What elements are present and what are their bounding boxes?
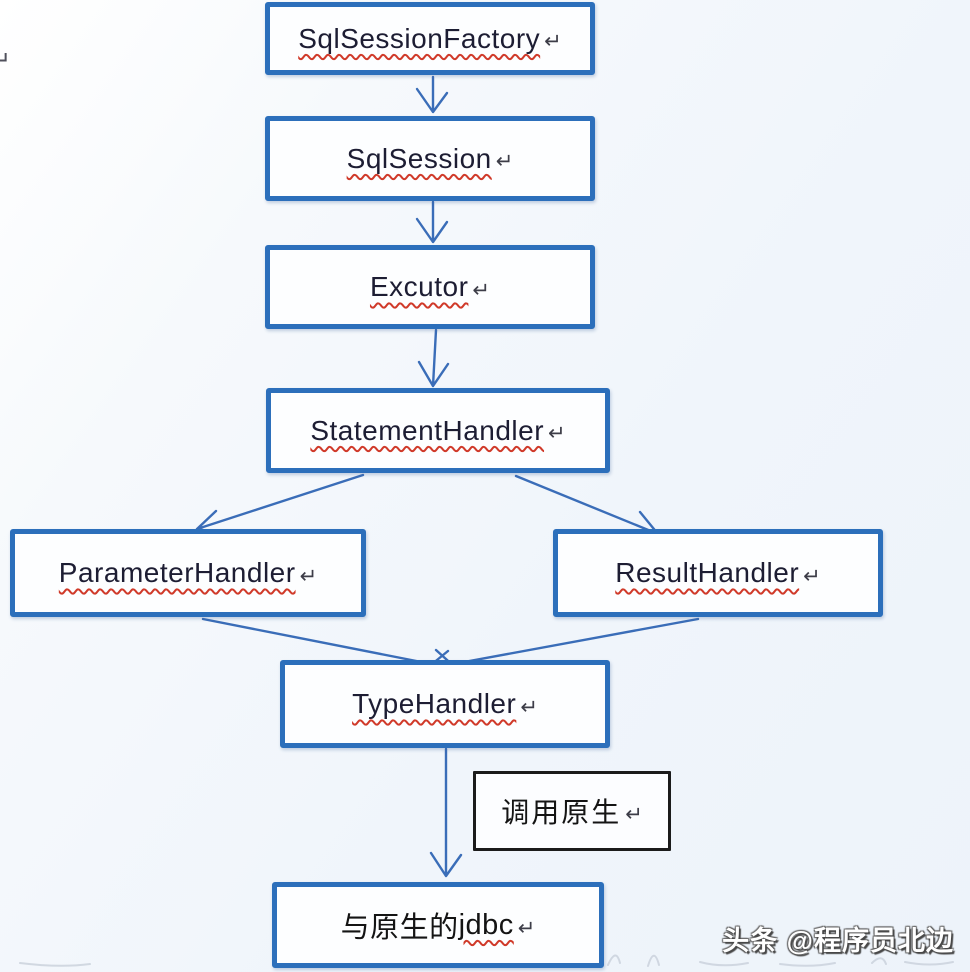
flowchart-node-statementhandler: StatementHandler↵ [266,388,610,473]
stray-return-mark-icon: ↵ [0,47,12,74]
return-mark-icon: ↵ [495,150,514,173]
node-label-resulthandler: ResultHandler [615,557,800,588]
flowchart-node-call-native: 调用原生↵ [473,771,671,851]
flowchart-node-typehandler: TypeHandler↵ [280,660,610,748]
flowchart-node-sqlsessionfactory: SqlSessionFactory↵ [265,2,595,75]
return-mark-icon: ↵ [517,916,536,940]
arrow-statementhandler-to-parameterhandler [195,473,365,535]
flowchart-node-native-jdbc: 与原生的 jdbc↵ [272,882,604,968]
arrow-typehandler-to-jdbc [429,747,463,878]
arrow-sqlsessionfactory-to-sqlsession [415,75,449,114]
node-label-excutor: Excutor [369,271,469,302]
node-label-parameterhandler: ParameterHandler [58,557,296,588]
node-label-native-jdbc-prefix: 与原生的 [340,912,459,944]
flowchart-node-parameterhandler: ParameterHandler↵ [10,529,366,617]
node-label-typehandler: TypeHandler [352,688,517,719]
arrow-excutor-to-statementhandler [417,328,450,388]
return-mark-icon: ↵ [548,422,566,445]
arrow-sqlsession-to-excutor [415,200,449,244]
return-mark-icon: ↵ [472,278,491,302]
return-mark-icon: ↵ [544,30,562,53]
watermark-toutiao: 头条 @程序员北边 [722,926,954,956]
node-label-statementhandler: StatementHandler [310,414,545,446]
flowchart-node-excutor: Excutor↵ [265,245,595,329]
node-label-sqlsessionfactory: SqlSessionFactory [298,22,541,54]
return-mark-icon: ↵ [299,564,318,588]
node-label-sqlsession: SqlSession [346,142,492,174]
node-label-native-jdbc: jdbc [458,908,514,941]
node-label-call-native: 调用原生 [501,797,622,828]
return-mark-icon: ↵ [520,695,538,719]
return-mark-icon: ↵ [803,564,821,588]
flowchart-node-resulthandler: ResultHandler↵ [553,529,883,617]
flowchart-node-sqlsession: SqlSession↵ [265,116,595,201]
return-mark-icon: ↵ [625,802,643,826]
